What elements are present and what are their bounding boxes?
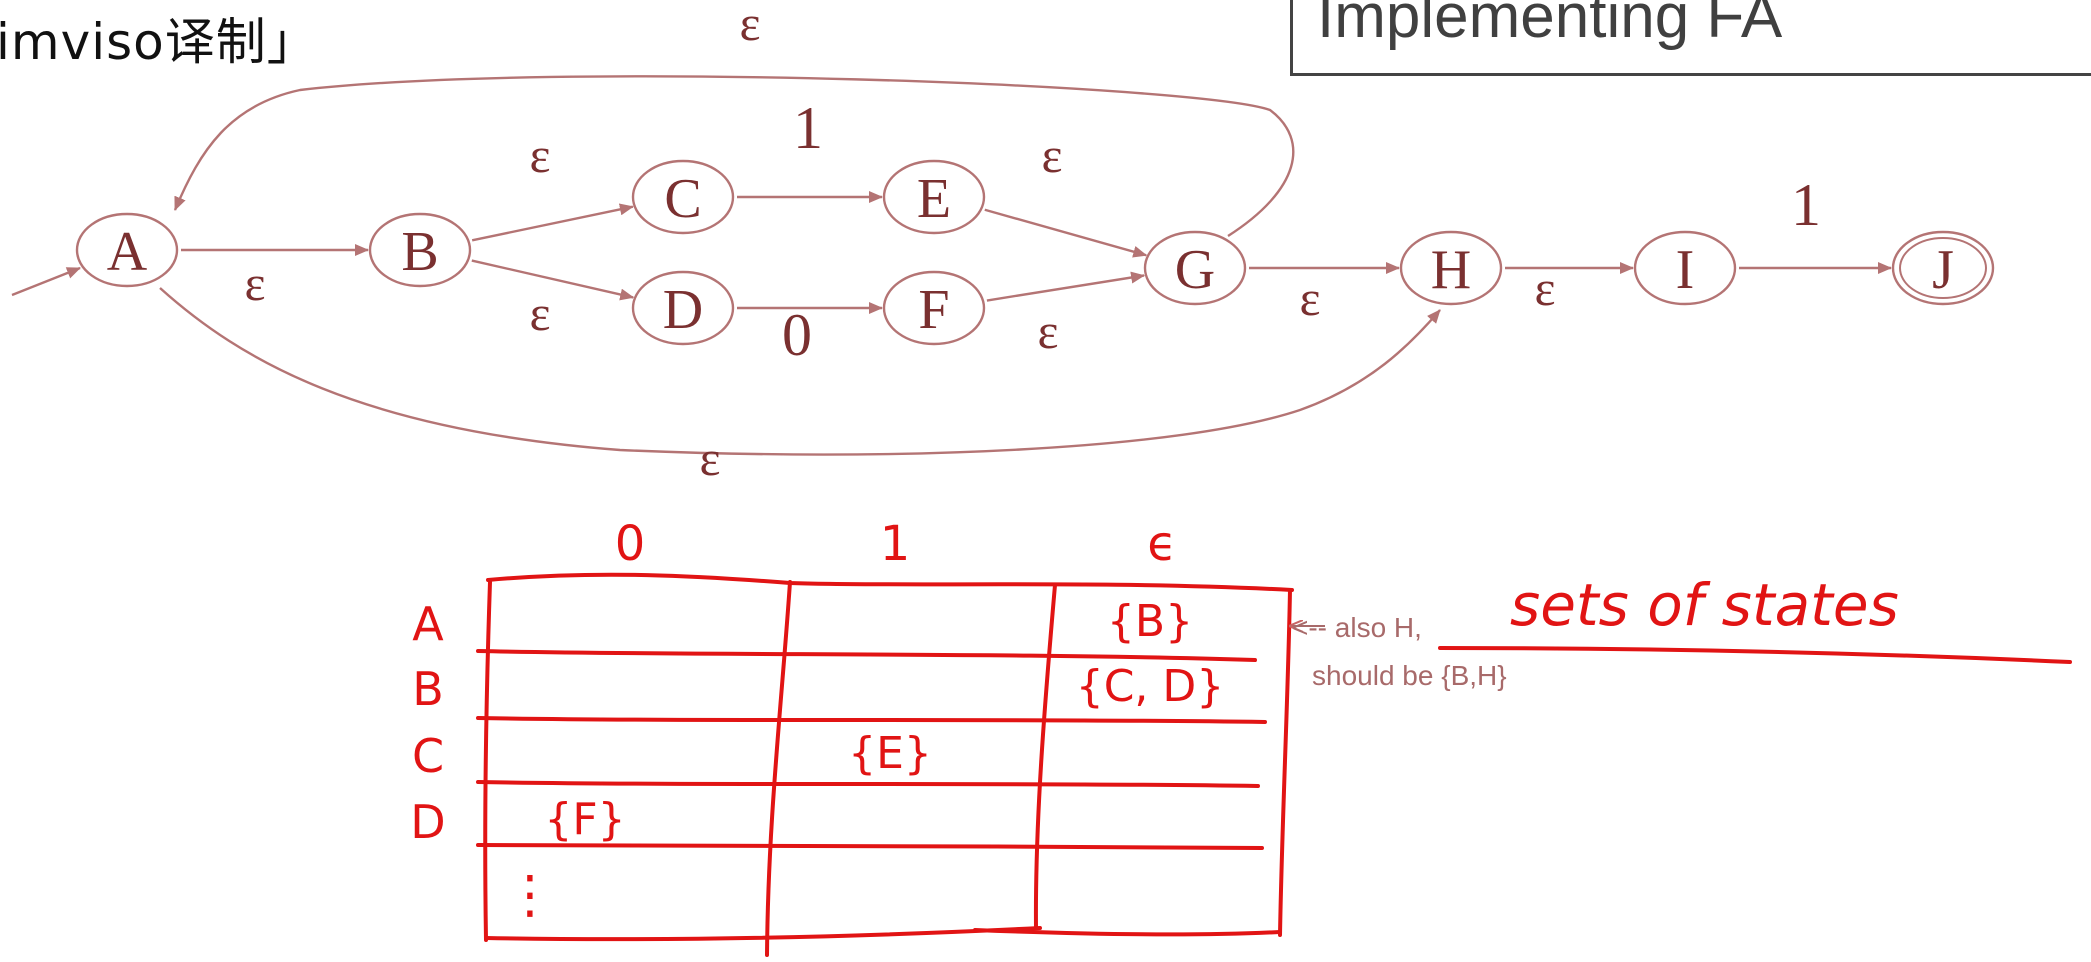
state-i: I (1633, 230, 1737, 306)
edge-label-c-e: 1 (793, 95, 823, 161)
state-circle-a (75, 212, 179, 288)
edge-label-b-d: ε (530, 285, 551, 341)
state-circle-f (882, 270, 986, 346)
table-row-header: A (412, 597, 444, 651)
correction-note-line2: should be {B,H} (1312, 660, 1507, 691)
table-cell: ⋮ (504, 865, 556, 925)
nfa-states: A B CD EF G H I J (75, 159, 1995, 346)
table-row-header: D (410, 795, 445, 849)
state-g: G (1143, 230, 1247, 306)
edge-e-g (984, 208, 1148, 258)
table-row-header: B (412, 662, 444, 716)
table-cell: {E} (848, 728, 932, 779)
table-col-header: 1 (880, 516, 911, 572)
state-j: J (1891, 230, 1995, 306)
table-grid-line (476, 780, 1260, 788)
edge-label-h-i: ε (1535, 260, 1556, 316)
table-grid-line (973, 928, 1282, 937)
table-col-header: 0 (615, 516, 646, 572)
edge-f-g (986, 271, 1146, 302)
state-c: C (631, 159, 735, 235)
state-accept-ring-j (1899, 237, 1987, 299)
state-circle-j (1891, 230, 1995, 306)
edge-label-d-f: 0 (782, 302, 812, 368)
table-grid-line (1278, 588, 1292, 937)
handwritten-note: sets of states (1510, 571, 1899, 639)
table-cell: {B} (1107, 596, 1193, 647)
handwritten-underline (1438, 646, 2072, 664)
edge-label-i-j: 1 (1791, 172, 1821, 238)
state-label-g: G (1175, 239, 1215, 301)
edge-b-c (471, 203, 634, 242)
state-label-b: B (401, 221, 438, 283)
state-h: H (1399, 230, 1503, 306)
state-circle-i (1633, 230, 1737, 306)
table-grid-line (484, 926, 1042, 942)
state-label-d: D (663, 279, 703, 341)
table-col-header: ϵ (1147, 516, 1177, 572)
state-d: D (631, 270, 735, 346)
state-b: B (368, 212, 472, 288)
state-label-h: H (1431, 239, 1471, 301)
state-f: F (882, 270, 986, 346)
correction-note-line1: <-- also H, (1292, 612, 1422, 643)
table-cell: {C, D} (1076, 661, 1225, 712)
edge-label-g-a: ε (740, 0, 761, 51)
state-label-f: F (918, 279, 949, 341)
edge-label-a-b: ε (245, 255, 266, 311)
slide-title: Implementing FA (1317, 0, 1783, 51)
edge-label-g-h: ε (1300, 270, 1321, 326)
state-circle-b (368, 212, 472, 288)
annotations: sets of states (1290, 571, 2072, 664)
table-grid-line (486, 572, 1294, 592)
state-label-a: A (107, 221, 148, 283)
edge-g-a (173, 75, 1295, 238)
table-grid-line (765, 580, 792, 957)
edge-label-f-g: ε (1038, 303, 1059, 359)
state-circle-g (1143, 230, 1247, 306)
state-circle-d (631, 270, 735, 346)
transition-table: 0 1 ϵA {B} B {C, D} C {E} D {F} ⋮ (410, 516, 1294, 957)
state-label-j: J (1932, 239, 1954, 301)
state-label-c: C (664, 168, 701, 230)
edge-a-h (159, 287, 1441, 456)
state-circle-e (882, 159, 986, 235)
start-arrow (11, 266, 81, 297)
slide-title-box: Implementing FA (1290, 0, 2091, 76)
state-label-e: E (917, 168, 951, 230)
edge-label-e-g: ε (1042, 127, 1063, 183)
state-circle-h (1399, 230, 1503, 306)
edge-b-d (471, 259, 635, 301)
table-row-header: C (412, 729, 444, 783)
table-grid-line (476, 649, 1257, 662)
table-grid-line (1033, 583, 1057, 930)
table-grid-line (483, 580, 492, 942)
table-grid-line (476, 716, 1267, 724)
edge-label-a-h: ε (700, 430, 721, 486)
state-circle-c (631, 159, 735, 235)
edge-label-b-c: ε (530, 127, 551, 183)
table-cell: {F} (544, 794, 625, 845)
state-a: A (75, 212, 179, 288)
table-grid-line (476, 843, 1264, 850)
nfa-edges (11, 75, 1892, 456)
state-label-i: I (1676, 239, 1695, 301)
state-e: E (882, 159, 986, 235)
watermark-text: imviso译制」 (0, 13, 318, 71)
